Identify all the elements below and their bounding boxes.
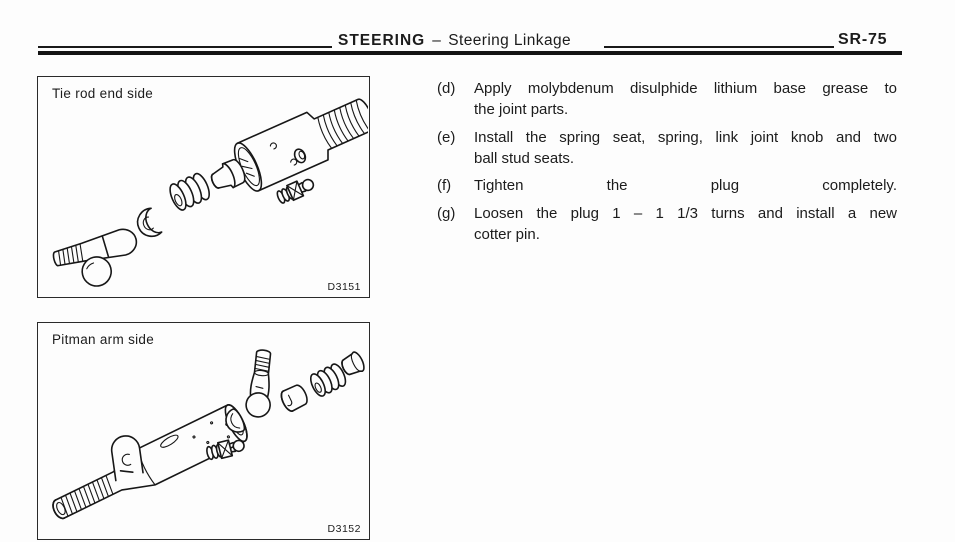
step-label: (e) [437, 128, 456, 146]
header-rule-right [604, 46, 834, 48]
spring-seat [210, 158, 246, 189]
clamp-bracket [110, 435, 144, 482]
step-text-line: Apply molybdenum disulphide lithium base… [474, 80, 897, 97]
step-f: (f) Tighten the plug completely. [437, 175, 897, 196]
step-text-line: Install the spring seat, spring, link jo… [474, 128, 897, 146]
tie-rod-end-exploded-diagram [52, 98, 368, 287]
spring [169, 172, 210, 211]
ball-stud [245, 349, 272, 418]
figure-caption: Pitman arm side [52, 332, 155, 347]
step-text: Install the spring seat, spring, link jo… [474, 127, 897, 169]
page-code: SR-75 [838, 31, 888, 48]
tie-rod-end-housing [233, 98, 368, 192]
step-label: (d) [437, 80, 456, 97]
step-d: (d) Apply molybdenum disulphide lithium … [437, 78, 897, 120]
step-text-line: the joint parts. [474, 101, 569, 118]
page-title: STEERING–Steering Linkage [338, 32, 571, 50]
spring [309, 363, 347, 397]
step-text: Loosen the plug 1 – 1 1/3 turns and inst… [474, 203, 897, 245]
figure-box-pitman-arm: Pitman arm side D3152 [37, 322, 370, 540]
header-rule-thick [38, 51, 902, 55]
step-text: Apply molybdenum disulphide lithium base… [474, 78, 897, 120]
step-label: (g) [437, 204, 456, 222]
step-text-line: Loosen the plug 1 – 1 1/3 turns and inst… [474, 204, 897, 222]
step-label: (f) [437, 177, 452, 194]
header-rule-left [38, 46, 332, 48]
ball-stud-seat [225, 408, 246, 433]
title-separator: – [432, 32, 442, 49]
step-text-line: cotter pin. [474, 225, 540, 243]
figure-caption: Tie rod end side [52, 86, 154, 101]
step-text-line: ball stud seats. [474, 149, 575, 167]
plug [341, 351, 365, 376]
ball-stud-seat [136, 207, 163, 238]
subsection-title: Steering Linkage [448, 32, 571, 49]
figure-code: D3152 [327, 523, 361, 535]
rod-housing [52, 404, 248, 520]
pitman-arm-exploded-diagram [52, 349, 365, 520]
step-text-line: Tighten the plug completely. [474, 177, 897, 194]
instruction-steps: (d) Apply molybdenum disulphide lithium … [437, 78, 897, 251]
cup-seat [280, 384, 308, 412]
figure-code: D3151 [327, 281, 361, 293]
figure-box-tie-rod-end: Tie rod end side D3151 [37, 76, 370, 298]
step-text: Tighten the plug completely. [474, 175, 897, 196]
step-g: (g) Loosen the plug 1 – 1 1/3 turns and … [437, 203, 897, 245]
ball-stud [52, 228, 138, 287]
section-title: STEERING [338, 32, 426, 49]
step-e: (e) Install the spring seat, spring, lin… [437, 127, 897, 169]
